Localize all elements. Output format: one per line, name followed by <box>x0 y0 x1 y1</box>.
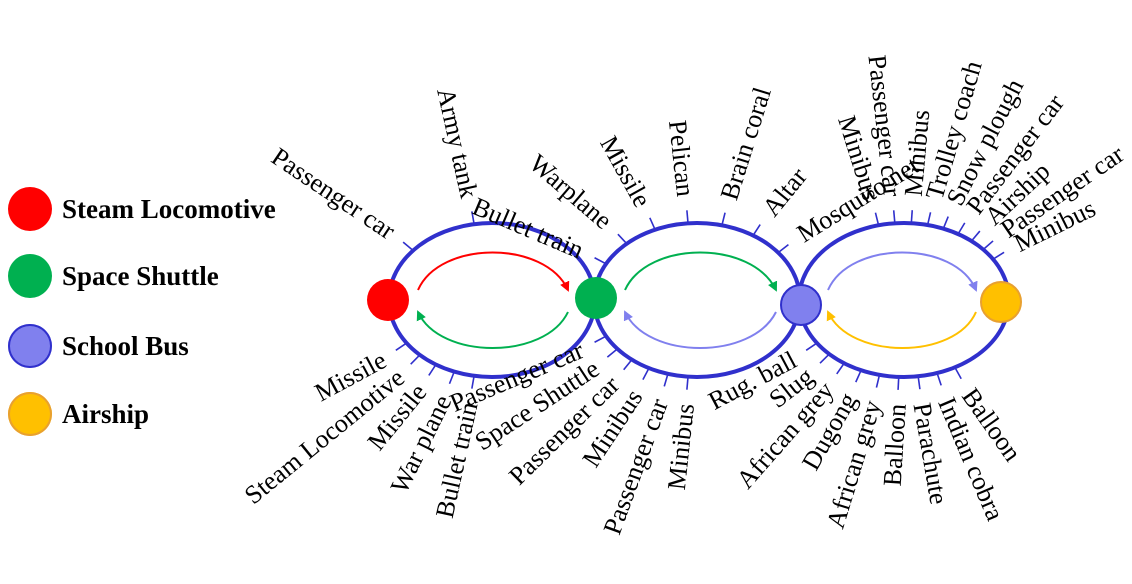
node-airship <box>980 281 1022 323</box>
node-steam-locomotive <box>367 279 409 321</box>
transition-arrow-airship-to-bus <box>826 310 977 349</box>
legend-dot-airship <box>8 392 52 436</box>
tick-mark <box>471 375 475 389</box>
tick-mark <box>892 210 896 224</box>
tick-mark <box>594 257 607 265</box>
tick-label: Balloon <box>878 403 912 487</box>
tick-mark <box>777 243 789 254</box>
tick-mark <box>926 212 932 226</box>
tick-mark <box>992 251 1005 260</box>
transition-arrow-shuttle-to-steam <box>416 310 569 349</box>
tick-mark <box>721 212 726 226</box>
tick-mark <box>910 210 914 224</box>
transition-arrow-bus-to-airship <box>827 251 978 292</box>
legend: Steam Locomotive Space Shuttle School Bu… <box>8 184 338 436</box>
tick-mark <box>917 376 921 390</box>
tick-mark <box>471 211 475 225</box>
tick-mark <box>448 371 455 385</box>
legend-item-airship: Airship <box>8 389 149 439</box>
legend-label: Space Shuttle <box>62 260 219 291</box>
legend-label: School Bus <box>62 330 189 361</box>
node-school-bus <box>780 284 822 326</box>
tick-mark <box>936 372 942 386</box>
legend-item-school-bus: School Bus <box>8 321 189 371</box>
tick-mark <box>875 374 881 388</box>
tick-mark <box>686 376 689 390</box>
tick-mark <box>686 210 689 224</box>
tick-mark <box>819 353 830 364</box>
tick-mark <box>954 366 962 380</box>
tick-label: Pelican <box>663 119 700 198</box>
tick-mark <box>752 224 761 236</box>
transition-arrow-shuttle-to-bus <box>624 251 778 292</box>
tick-mark <box>855 369 862 383</box>
tick-mark <box>805 342 818 351</box>
tick-mark <box>663 373 669 387</box>
legend-item-steam-locomotive: Steam Locomotive <box>8 184 276 234</box>
loop-ellipse-2 <box>592 221 802 379</box>
tick-mark <box>594 335 607 343</box>
tick-label: Passenger car <box>266 142 401 246</box>
legend-label: Airship <box>62 398 150 429</box>
node-space-shuttle <box>575 277 617 319</box>
tick-mark <box>410 354 421 365</box>
tick-mark <box>982 240 994 251</box>
tick-mark <box>623 359 633 371</box>
tick-mark <box>395 342 408 351</box>
transition-arrow-bus-to-shuttle <box>623 310 777 349</box>
tick-label: Altar <box>757 162 813 222</box>
tick-mark <box>606 348 618 358</box>
tick-mark <box>649 217 656 230</box>
tick-mark <box>402 241 414 252</box>
tick-mark <box>428 364 437 376</box>
tick-mark <box>642 367 650 380</box>
transition-arrow-steam-to-shuttle <box>417 251 570 292</box>
legend-dot-steam-locomotive <box>8 187 52 231</box>
tick-label: Brain coral <box>715 84 777 204</box>
tick-marks <box>395 210 1005 390</box>
legend-dot-space-shuttle <box>8 254 52 298</box>
legend-item-space-shuttle: Space Shuttle <box>8 251 219 301</box>
tick-mark <box>836 362 845 375</box>
tick-mark <box>617 233 628 245</box>
tick-mark <box>957 222 966 235</box>
tick-mark <box>970 230 981 242</box>
tick-mark <box>897 376 900 390</box>
legend-dot-school-bus <box>8 324 52 368</box>
tick-label: Army tank <box>431 85 483 201</box>
tick-mark <box>942 216 949 229</box>
tick-mark <box>874 212 880 226</box>
legend-label: Steam Locomotive <box>62 193 276 224</box>
loop-ellipse-3 <box>797 221 1011 379</box>
